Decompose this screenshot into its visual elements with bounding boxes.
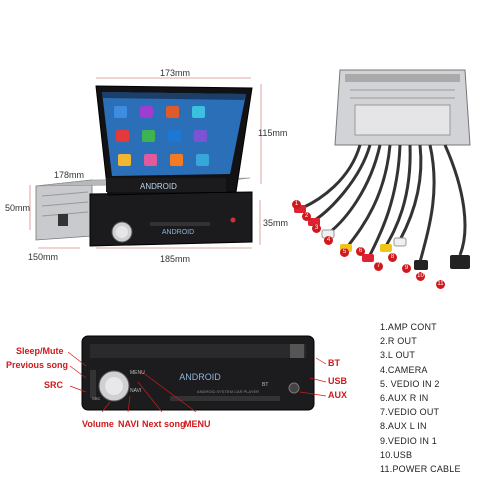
screen-brand: ANDROID [140, 182, 177, 191]
src-button-text[interactable]: SRC [92, 396, 101, 401]
connector-marker: 10 [416, 272, 425, 281]
navi-button-text[interactable]: NAVI [130, 388, 141, 394]
legend-item: 1.AMP CONT [380, 322, 437, 332]
dim-depth-side: 178mm [54, 170, 85, 180]
connector-marker: 3 [312, 224, 321, 233]
connector-marker: 11 [436, 280, 445, 289]
wiring-diagram: 1 2 3 4 5 6 7 8 9 10 11 [290, 50, 500, 300]
app-icon[interactable] [168, 130, 181, 142]
app-icon[interactable] [196, 154, 209, 166]
legend-item: 4.CAMERA [380, 364, 428, 375]
panel-strip-text: ANDROID SYSTEM CAR PLAYER [197, 389, 259, 394]
connector-marker: 2 [302, 212, 311, 221]
panel-brand: ANDROID [179, 372, 221, 382]
connector-marker: 7 [374, 262, 383, 271]
connector-legend: 1.AMP CONT 2.R OUT 3.L OUT 4.CAMERA 5. V… [380, 320, 495, 476]
label-previous-song: Previous song [6, 360, 69, 370]
legend-item: 7.VEDIO OUT [380, 407, 440, 418]
bt-button-text[interactable]: BT [262, 382, 268, 388]
menu-button-text[interactable]: MENU [130, 370, 145, 376]
app-icon[interactable] [194, 130, 207, 142]
wiring-illustration [294, 69, 471, 270]
label-src: SRC [44, 380, 64, 390]
app-icon[interactable] [142, 130, 155, 142]
dim-height-body: 50mm [5, 203, 31, 213]
app-icon[interactable] [118, 154, 131, 166]
legend-item: 10.USB [380, 449, 413, 460]
legend-item: 8.AUX L IN [380, 421, 427, 432]
connector-marker: 8 [388, 253, 397, 262]
app-icon[interactable] [170, 154, 183, 166]
legend-item: 2.R OUT [380, 336, 417, 347]
front-panel-illustration: MENU NAVI SRC BT ANDROID ANDROID SYSTEM … [67, 335, 327, 413]
dim-height-screen: 115mm [258, 128, 288, 138]
legend-item: 11.POWER CABLE [380, 464, 461, 475]
legend-item: 3.L OUT [380, 350, 416, 361]
label-menu: MENU [184, 419, 211, 429]
label-navi: NAVI [118, 419, 139, 429]
dim-height-front: 35mm [263, 218, 289, 228]
app-icon[interactable] [144, 154, 157, 166]
label-sleep-mute: Sleep/Mute [16, 346, 64, 356]
label-volume: Volume [82, 419, 114, 429]
legend-item: 5. VEDIO IN 2 [380, 378, 440, 389]
app-icon[interactable] [140, 106, 153, 118]
label-bt: BT [328, 358, 340, 368]
app-icon[interactable] [192, 106, 205, 118]
connector-marker: 6 [356, 247, 365, 256]
connector-marker: 4 [324, 236, 333, 245]
connector-marker: 9 [402, 264, 411, 273]
front-panel-diagram: MENU NAVI SRC BT ANDROID ANDROID SYSTEM … [0, 300, 360, 460]
dim-width-front: 185mm [160, 254, 191, 264]
app-grid [114, 106, 209, 166]
dim-width-body: 150mm [28, 252, 59, 262]
dim-width-top: 173mm [160, 68, 191, 78]
label-usb: USB [328, 376, 348, 386]
app-icon[interactable] [114, 106, 127, 118]
faceplate-brand: ANDROID [162, 229, 194, 236]
device-illustration: ANDROID ANDROID [29, 77, 262, 249]
device-diagram: ANDROID ANDROID 173mm 115mm 178mm 50mm 3… [0, 0, 300, 280]
legend-item: 9.VEDIO IN 1 [380, 435, 437, 446]
label-next-song: Next song [142, 419, 186, 429]
legend-item: 6.AUX R IN [380, 393, 429, 404]
connector-marker: 1 [292, 200, 301, 209]
connector-marker: 5 [340, 248, 349, 257]
app-icon[interactable] [116, 130, 129, 142]
app-icon[interactable] [166, 106, 179, 118]
label-aux: AUX [328, 390, 348, 400]
